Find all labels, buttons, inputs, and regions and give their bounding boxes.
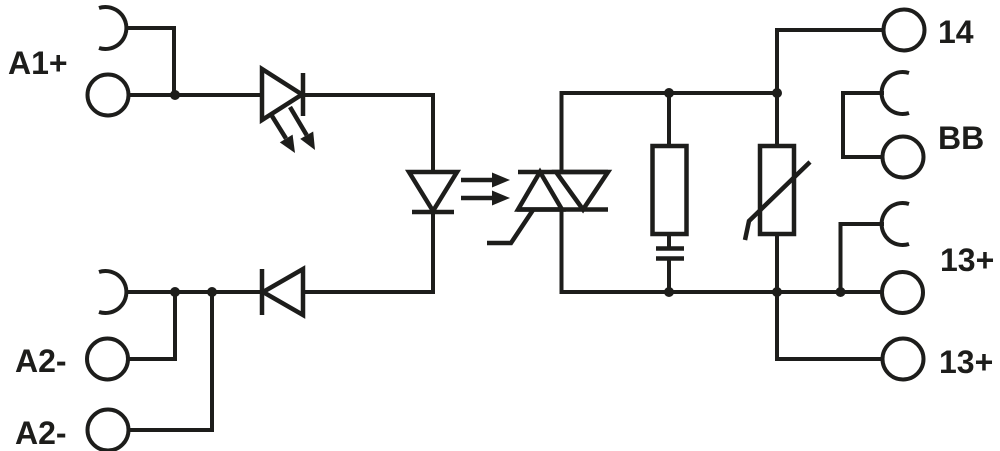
terminal-label-a2-upper: A2- (15, 343, 67, 379)
terminal-label-a2-lower: A2- (15, 415, 67, 451)
optocoupler-section (404, 91, 882, 294)
output-section (650, 7, 927, 382)
wire-13-bracket (838, 222, 884, 292)
terminal-labels: A1+ A2- A2- 14 BB 13+ 13+ (8, 14, 994, 451)
wire-a2-upper (128, 292, 177, 361)
terminal-label-13-upper: 13+ (940, 242, 994, 278)
bridge-connector-bb-icon (879, 70, 910, 116)
terminal-circle-bb-icon (880, 134, 926, 180)
wire-14 (775, 28, 883, 93)
terminal-circle-13-upper-icon (880, 270, 925, 315)
wire-a1-bridge (126, 26, 176, 95)
terminal-label-13-lower: 13+ (939, 344, 993, 380)
terminal-circle-13-lower-icon (880, 336, 926, 382)
triac-gate (487, 208, 535, 246)
wire-triac-bottom (559, 209, 882, 294)
triac-icon (487, 167, 613, 246)
optocoupler-led-icon (404, 169, 462, 216)
terminal-circle-a1-icon (85, 72, 131, 118)
varistor-icon (742, 143, 812, 241)
led-emission-arrow (270, 114, 295, 153)
wire-triac-top (559, 91, 777, 172)
wire-13-lower (775, 292, 882, 361)
wire-diode-to-opto (303, 212, 435, 294)
input-section (85, 5, 435, 451)
led-emission-arrow (288, 105, 315, 150)
light-arrow (461, 172, 510, 188)
terminal-circle-a2-upper-icon (85, 336, 130, 382)
junction-dot (170, 90, 180, 100)
wire-led-to-opto (303, 93, 435, 172)
terminal-circle-14-icon (881, 7, 927, 53)
bridge-connector-13-icon (879, 201, 910, 247)
terminal-circle-a2-lower-icon (85, 407, 131, 451)
light-arrow (461, 190, 510, 206)
bridge-connector-a1-icon (98, 5, 129, 51)
terminal-label-14: 14 (938, 14, 974, 50)
terminal-label-a1: A1+ (8, 45, 68, 81)
wire-bb-bracket (841, 91, 884, 159)
wire-a2-lower (129, 292, 214, 432)
snubber-resistor-icon (650, 143, 689, 237)
bridge-connector-a2-icon (98, 269, 129, 315)
indicator-led-icon (259, 64, 315, 153)
snubber-capacitor-icon (656, 246, 684, 261)
terminal-label-bb: BB (938, 120, 984, 156)
protection-diode-icon (258, 265, 306, 319)
